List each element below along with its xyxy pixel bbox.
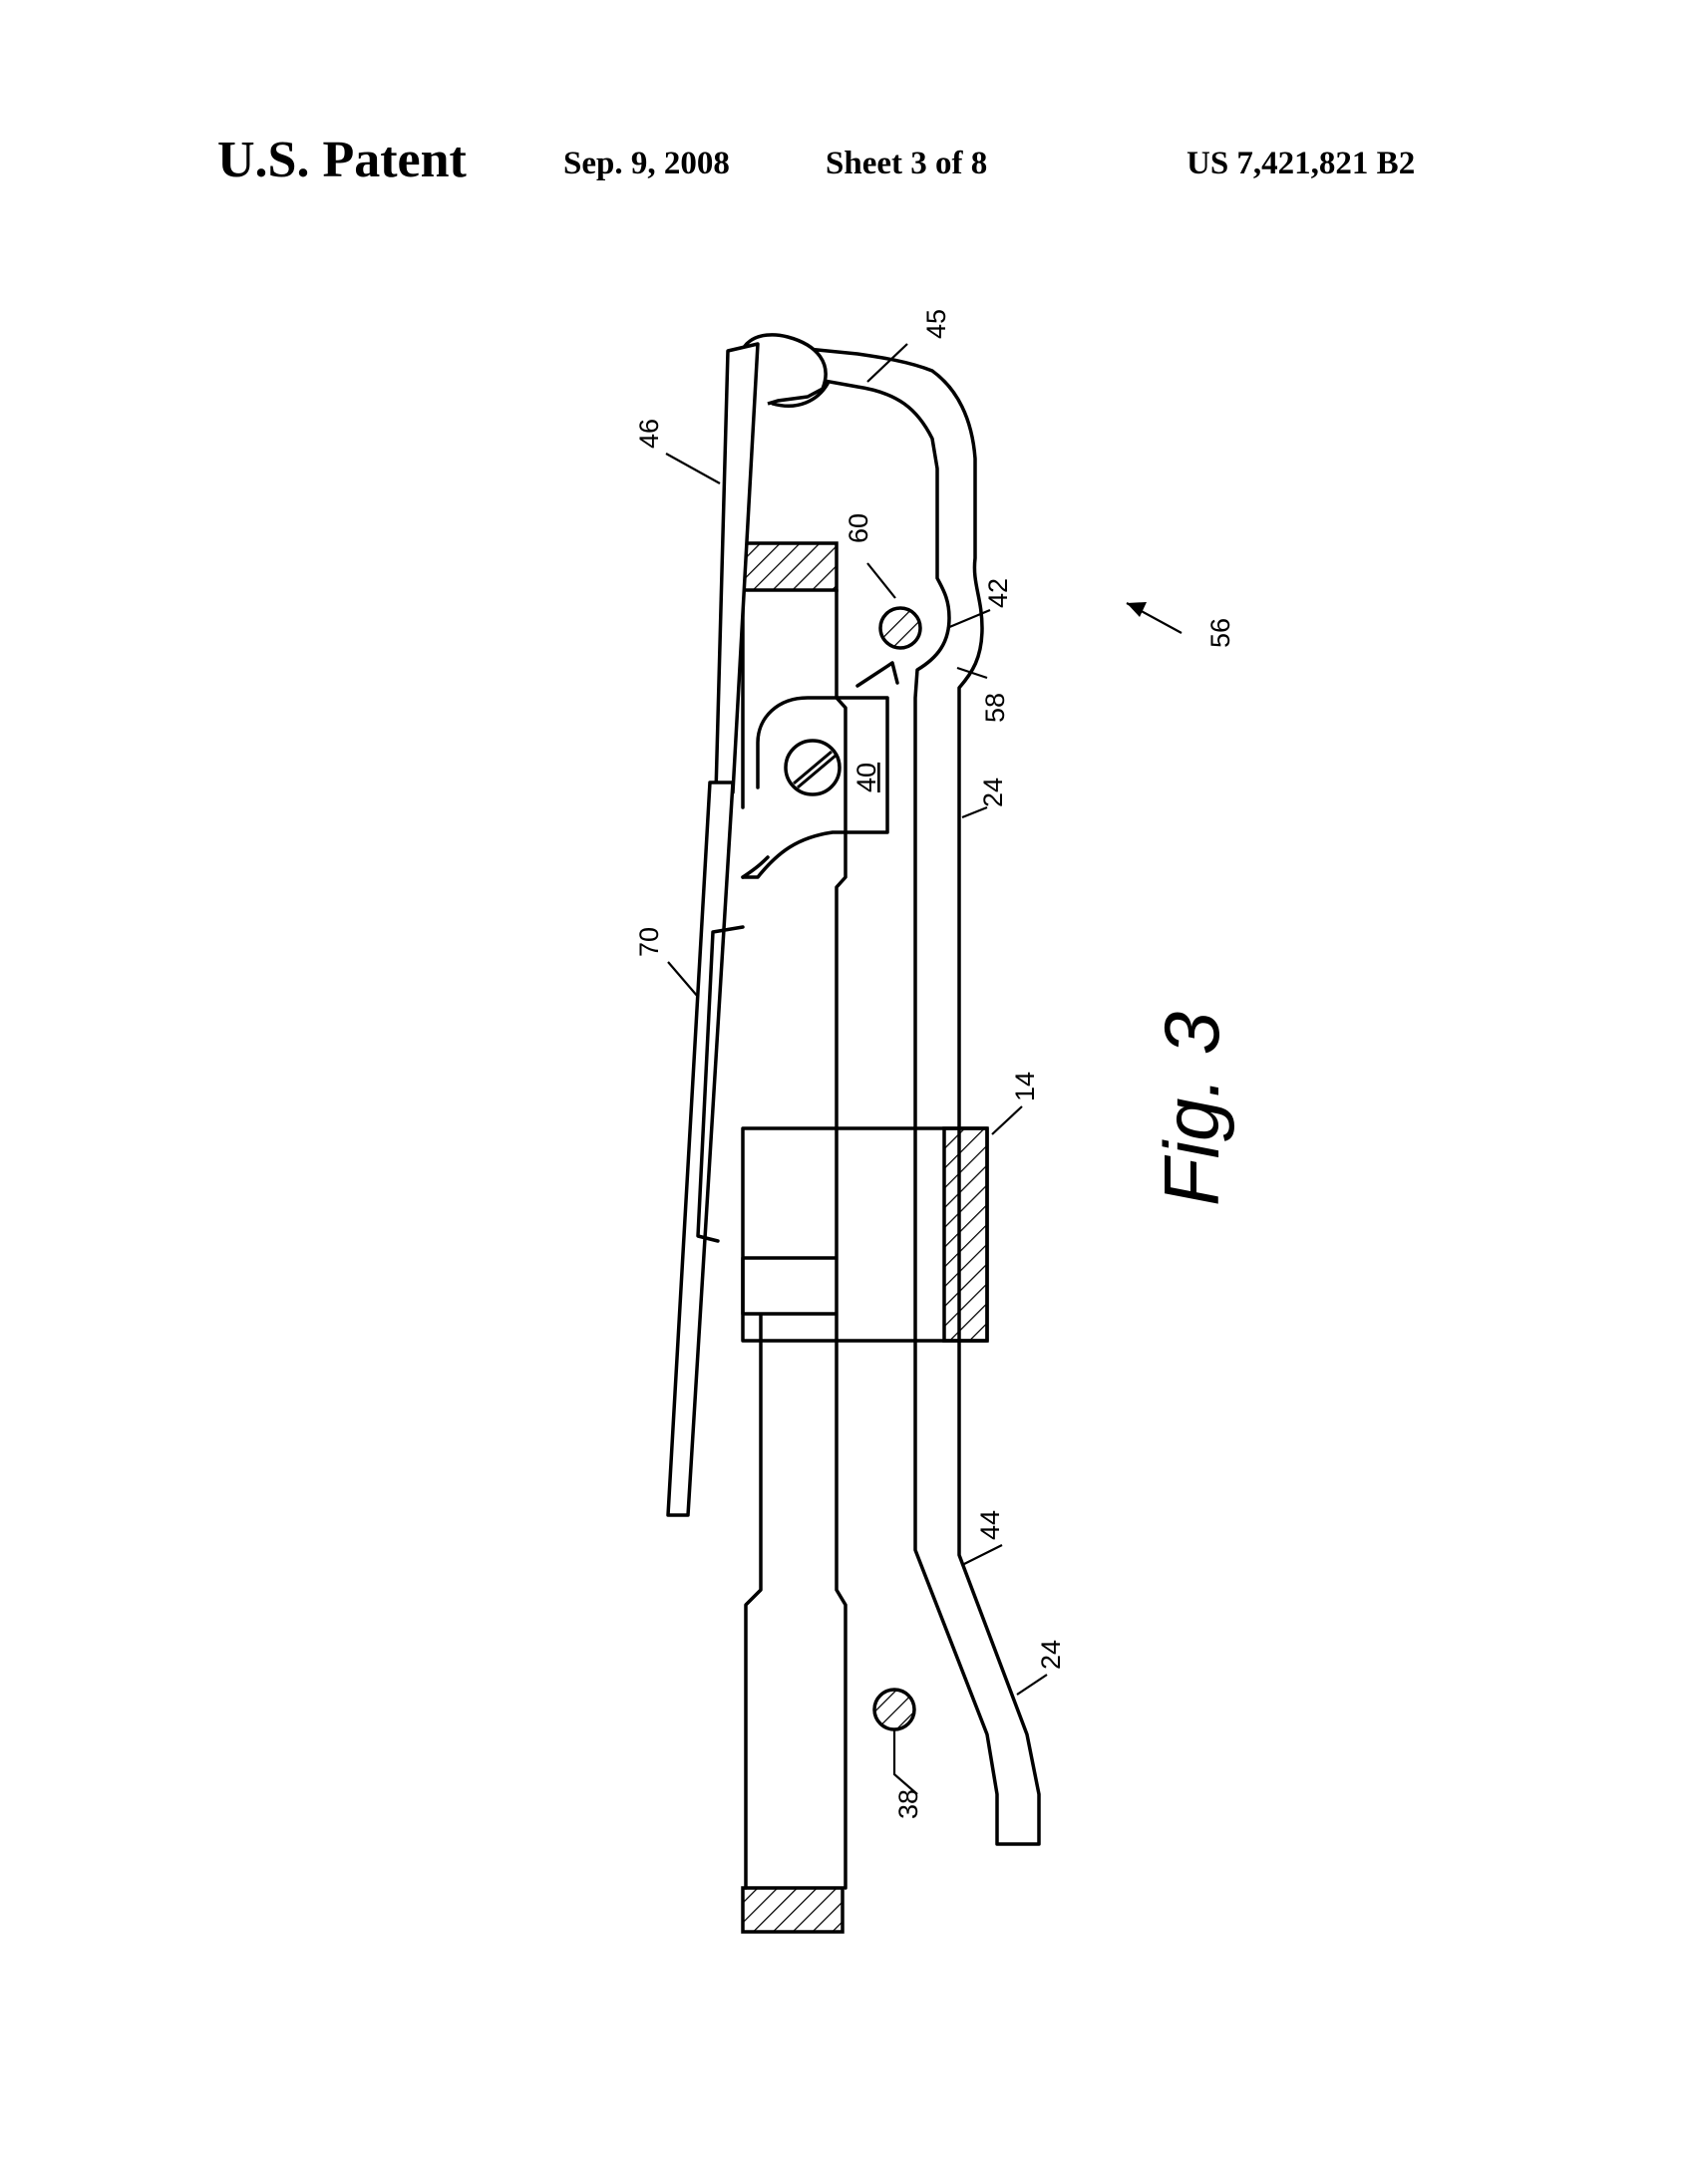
ref-70: 70 bbox=[634, 927, 664, 957]
ref-46: 46 bbox=[634, 419, 664, 449]
screw-slot-b bbox=[797, 754, 837, 789]
ref-58: 58 bbox=[980, 693, 1010, 723]
pin-42 bbox=[878, 606, 922, 650]
top-hook bbox=[771, 382, 830, 409]
hatched-block-bottom bbox=[741, 1886, 845, 1934]
header-sheet: Sheet 3 of 8 bbox=[826, 146, 988, 181]
leader-46 bbox=[665, 453, 721, 484]
ref-45: 45 bbox=[921, 309, 951, 339]
ref-56: 56 bbox=[1205, 618, 1235, 648]
arrow-56-head bbox=[1127, 602, 1147, 617]
header-date: Sep. 9, 2008 bbox=[563, 146, 730, 181]
lever-70-inner bbox=[696, 925, 745, 1243]
pawl-tooth bbox=[855, 661, 899, 688]
hinge-arm bbox=[741, 855, 770, 879]
leader-58 bbox=[956, 666, 988, 680]
leader-70 bbox=[667, 961, 699, 998]
leader-14 bbox=[991, 1105, 1023, 1135]
clamp-body bbox=[741, 1126, 989, 1343]
hatched-block-top bbox=[741, 541, 839, 592]
header-title: U.S. Patent bbox=[217, 132, 467, 188]
ref-42: 42 bbox=[983, 578, 1013, 608]
leader-38 bbox=[892, 1729, 918, 1795]
lever-70 bbox=[666, 780, 735, 1517]
header-patent-number: US 7,421,821 B2 bbox=[1186, 146, 1416, 181]
figure-label: Fig. 3 bbox=[1148, 1012, 1235, 1206]
hatched-block-14 bbox=[942, 1126, 989, 1343]
leader-42 bbox=[946, 608, 991, 630]
spring-arm-24 bbox=[756, 342, 1041, 1846]
ref-14: 14 bbox=[1010, 1072, 1040, 1101]
pin-38 bbox=[872, 1688, 916, 1731]
screw-slot-a bbox=[793, 750, 833, 785]
leader-44 bbox=[961, 1544, 1003, 1566]
ref-24-upper: 24 bbox=[978, 778, 1008, 807]
leader-60 bbox=[866, 562, 896, 599]
hinge-plate bbox=[741, 696, 889, 879]
ref-24-lower: 24 bbox=[1036, 1640, 1066, 1670]
ref-44: 44 bbox=[975, 1510, 1005, 1540]
leader-45 bbox=[866, 343, 908, 383]
leader-24b bbox=[1016, 1674, 1048, 1696]
leader-24a bbox=[961, 805, 988, 819]
ref-38: 38 bbox=[893, 1789, 923, 1819]
ref-40: 40 bbox=[851, 763, 881, 792]
ref-60: 60 bbox=[844, 513, 873, 543]
